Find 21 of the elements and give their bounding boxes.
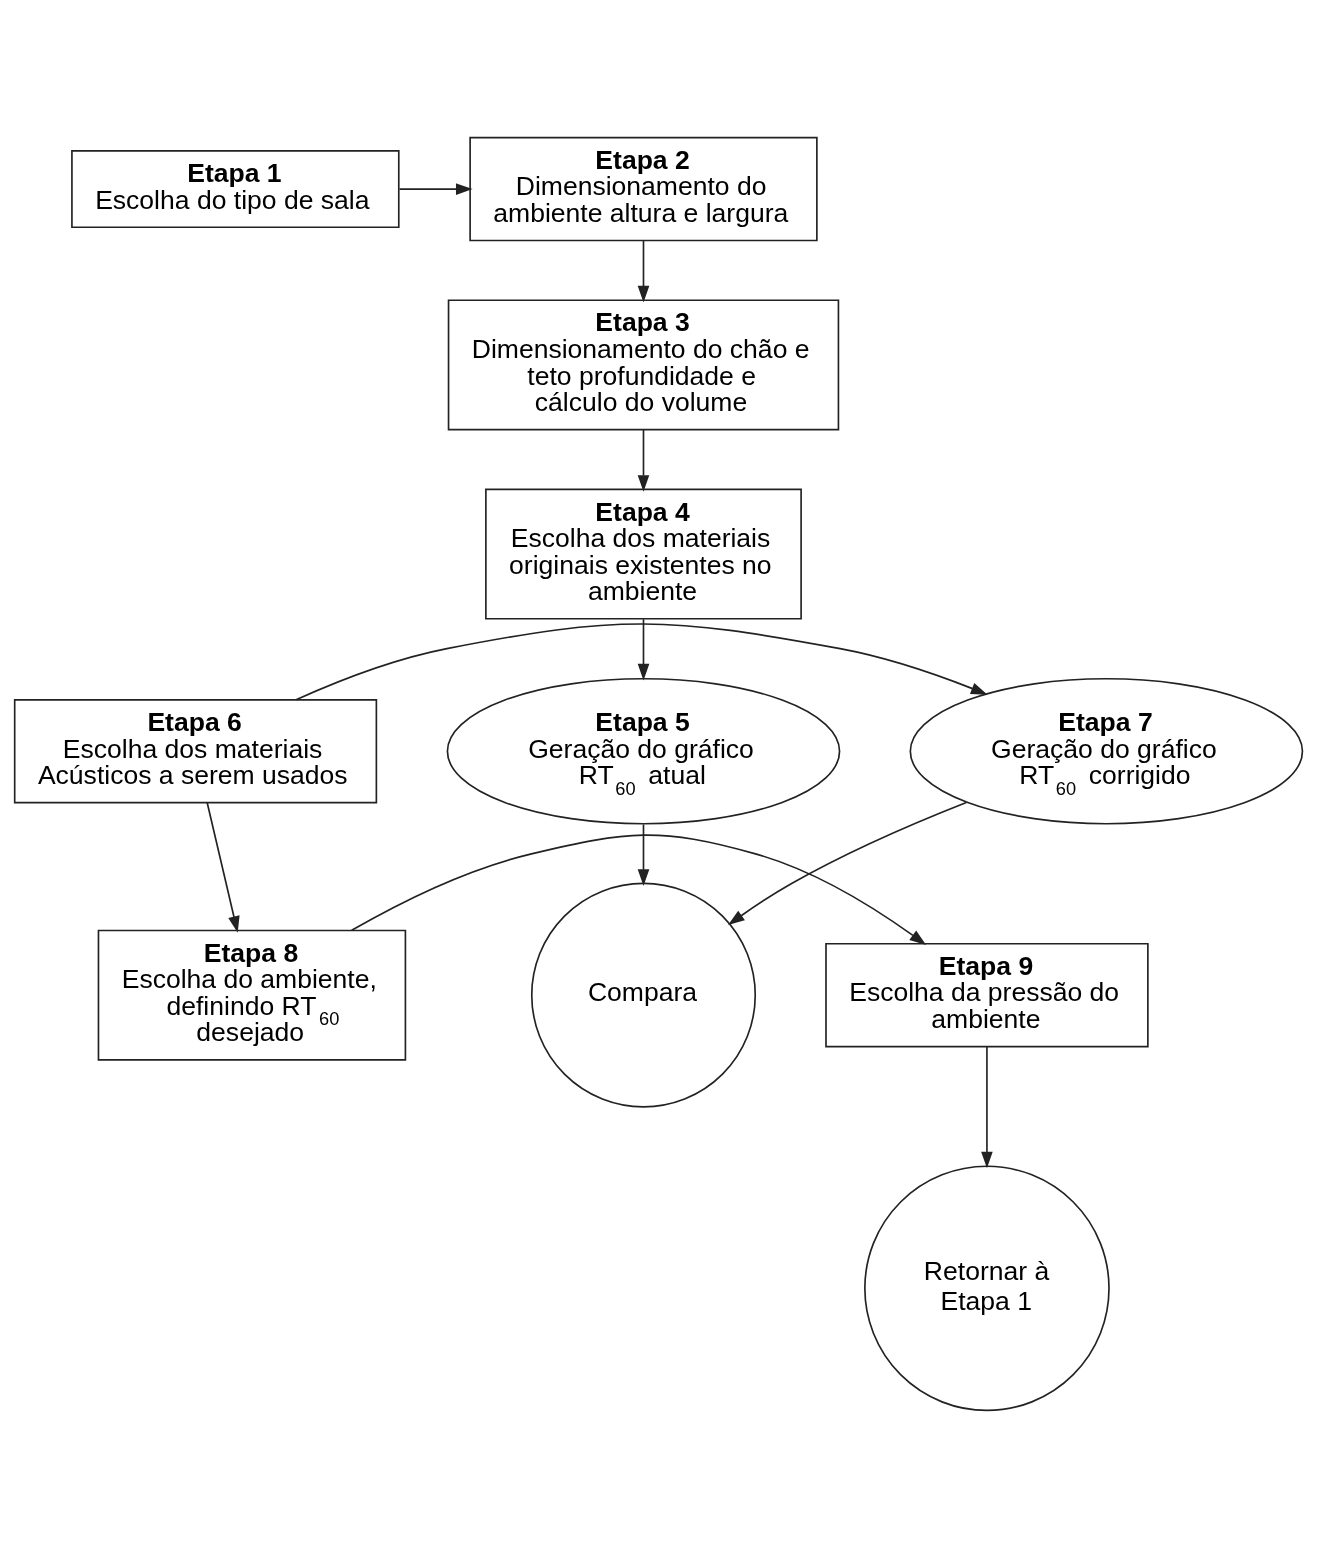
arrow: [637, 823, 650, 886]
node-circle: Retornar à Etapa 1: [864, 1164, 1110, 1411]
arrow: [398, 182, 473, 195]
node-ellipse: Etapa 7 Geração do gráfico RT$_{60}$ corrigido: [909, 677, 1304, 825]
arrow: [637, 239, 650, 302]
node-box: Etapa 8 Escolha do ambiente, definindo RT$_{60}$ desejado: [97, 929, 407, 1061]
arrow: [637, 428, 650, 492]
node-box: Etapa 4 Escolha dos materiais originais existentes no ambiente: [485, 488, 802, 620]
node-box: Etapa 3 Dimensionamento do chão e teto profundidade e cálculo do volume: [447, 298, 840, 430]
arrow: [637, 617, 650, 680]
arrow: [206, 801, 240, 933]
arrow: [981, 1045, 993, 1168]
arrow: [295, 622, 988, 701]
node-box: Etapa 2 Dimensionamento do ambiente altura e largura: [469, 136, 818, 241]
node-ellipse: Etapa 5 Geração do gráfico RT$_{60}$ atual: [446, 677, 841, 825]
node-box: Etapa 6 Escolha dos materiais Acústicos a serem usados: [13, 698, 378, 803]
arrow: [350, 833, 927, 945]
arrow: [728, 801, 968, 925]
node-circle: Compara: [530, 882, 757, 1108]
node-box: Etapa 1 Escolha do tipo de sala: [71, 149, 400, 228]
node-box: Etapa 9 Escolha da pressão do ambiente: [825, 942, 1149, 1047]
